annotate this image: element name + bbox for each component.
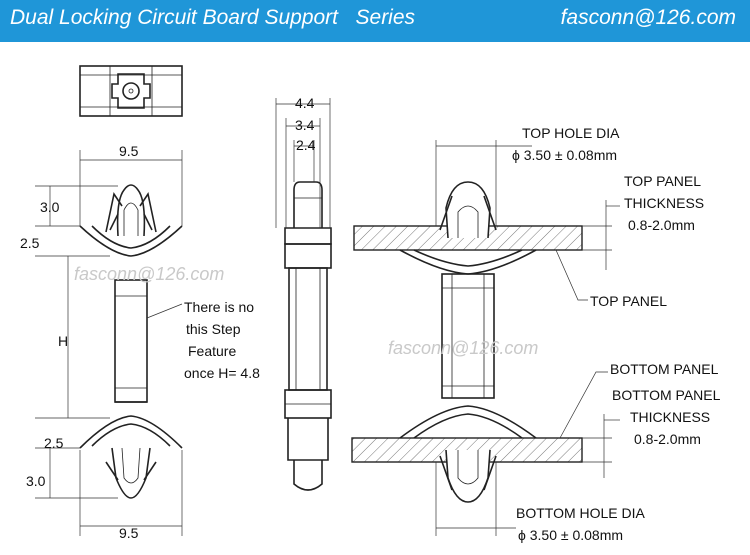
bottom-panel-label: BOTTOM PANEL bbox=[610, 361, 719, 377]
bottom-panel-thickness-label-2: THICKNESS bbox=[630, 409, 710, 425]
note-line-1: There is no bbox=[184, 299, 254, 315]
header-title: Dual Locking Circuit Board Support Serie… bbox=[10, 6, 416, 29]
header-banner: Dual Locking Circuit Board Support Serie… bbox=[0, 0, 750, 42]
top-panel-thickness-value: 0.8-2.0mm bbox=[628, 217, 695, 233]
dim-width-top: 9.5 bbox=[119, 143, 139, 159]
note-line-4: once H= 4.8 bbox=[184, 365, 260, 381]
note-line-3: Feature bbox=[188, 343, 236, 359]
top-hole-spec: ϕ 3.50 ± 0.08mm bbox=[512, 147, 617, 163]
top-view bbox=[79, 65, 183, 117]
dim-width-bottom: 9.5 bbox=[119, 525, 139, 541]
top-panel-thickness-label-2: THICKNESS bbox=[624, 195, 704, 211]
note-line-2: this Step bbox=[186, 321, 241, 337]
dim-mid-width: 3.4 bbox=[295, 117, 315, 133]
bottom-panel-thickness-label-1: BOTTOM PANEL bbox=[612, 387, 721, 403]
bottom-hole-spec: ϕ 3.50 ± 0.08mm bbox=[518, 527, 623, 543]
dim-outer-width: 4.4 bbox=[295, 95, 315, 111]
dim-inner-width: 2.4 bbox=[296, 137, 316, 153]
dim-2-5-top: 2.5 bbox=[20, 235, 40, 251]
middle-view: 4.4 3.4 2.4 bbox=[275, 95, 332, 491]
dim-h: H bbox=[58, 333, 68, 349]
assembly-view: TOP HOLE DIA ϕ 3.50 ± 0.08mm TOP PANEL T… bbox=[351, 125, 721, 543]
left-side-view: 9.5 3.0 2.5 H 2.5 3.0 9.5 There is no th… bbox=[20, 143, 260, 541]
top-hole-label: TOP HOLE DIA bbox=[522, 125, 620, 141]
top-panel-label: TOP PANEL bbox=[590, 293, 667, 309]
bottom-panel-thickness-value: 0.8-2.0mm bbox=[634, 431, 701, 447]
watermark-left: fasconn@126.com bbox=[74, 264, 224, 284]
top-panel-thickness-label-1: TOP PANEL bbox=[624, 173, 701, 189]
header-email: fasconn@126.com bbox=[560, 6, 736, 29]
bottom-hole-label: BOTTOM HOLE DIA bbox=[516, 505, 646, 521]
watermark-right: fasconn@126.com bbox=[388, 338, 538, 358]
dim-3-0-bottom: 3.0 bbox=[26, 473, 46, 489]
dim-3-0-top: 3.0 bbox=[40, 199, 60, 215]
technical-drawing: 9.5 3.0 2.5 H 2.5 3.0 9.5 There is no th… bbox=[20, 65, 721, 543]
dim-2-5-bottom: 2.5 bbox=[44, 435, 64, 451]
